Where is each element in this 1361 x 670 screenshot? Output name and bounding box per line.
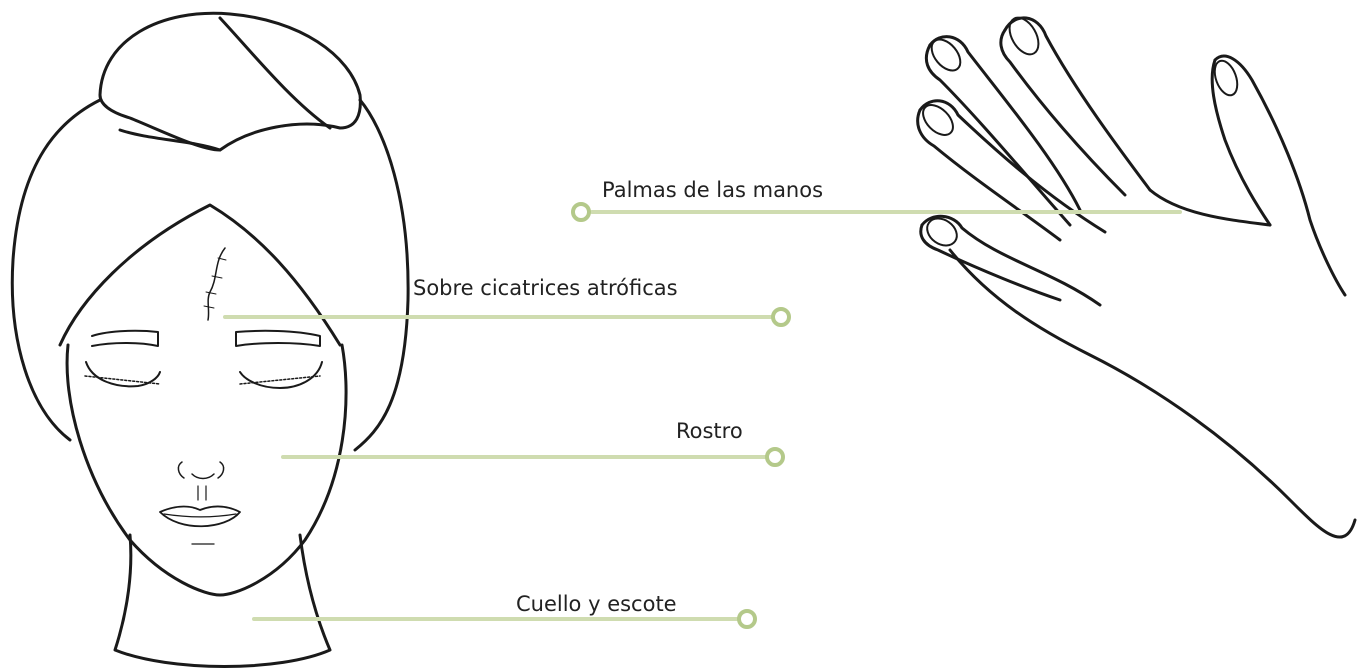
face-illustration-icon	[10, 11, 410, 668]
marker-dots	[571, 202, 791, 629]
neck	[113, 533, 332, 668]
scar-icon	[207, 247, 226, 321]
marker-dot-palms	[571, 202, 591, 222]
towel-knot	[98, 11, 362, 152]
label-sobre-cicatrices-atroficas: Sobre cicatrices atróficas	[413, 276, 678, 300]
label-rostro: Rostro	[676, 419, 743, 443]
marker-dot-face	[765, 447, 785, 467]
towel-wrap	[10, 98, 102, 442]
marker-dot-scars	[771, 307, 791, 327]
marker-dot-neck	[737, 609, 757, 629]
hand-illustration-icon	[916, 16, 1357, 539]
label-palmas-de-las-manos: Palmas de las manos	[602, 178, 824, 202]
face-outline	[65, 343, 348, 597]
leader-lines	[223, 210, 1182, 621]
label-cuello-y-escote: Cuello y escote	[516, 592, 677, 616]
